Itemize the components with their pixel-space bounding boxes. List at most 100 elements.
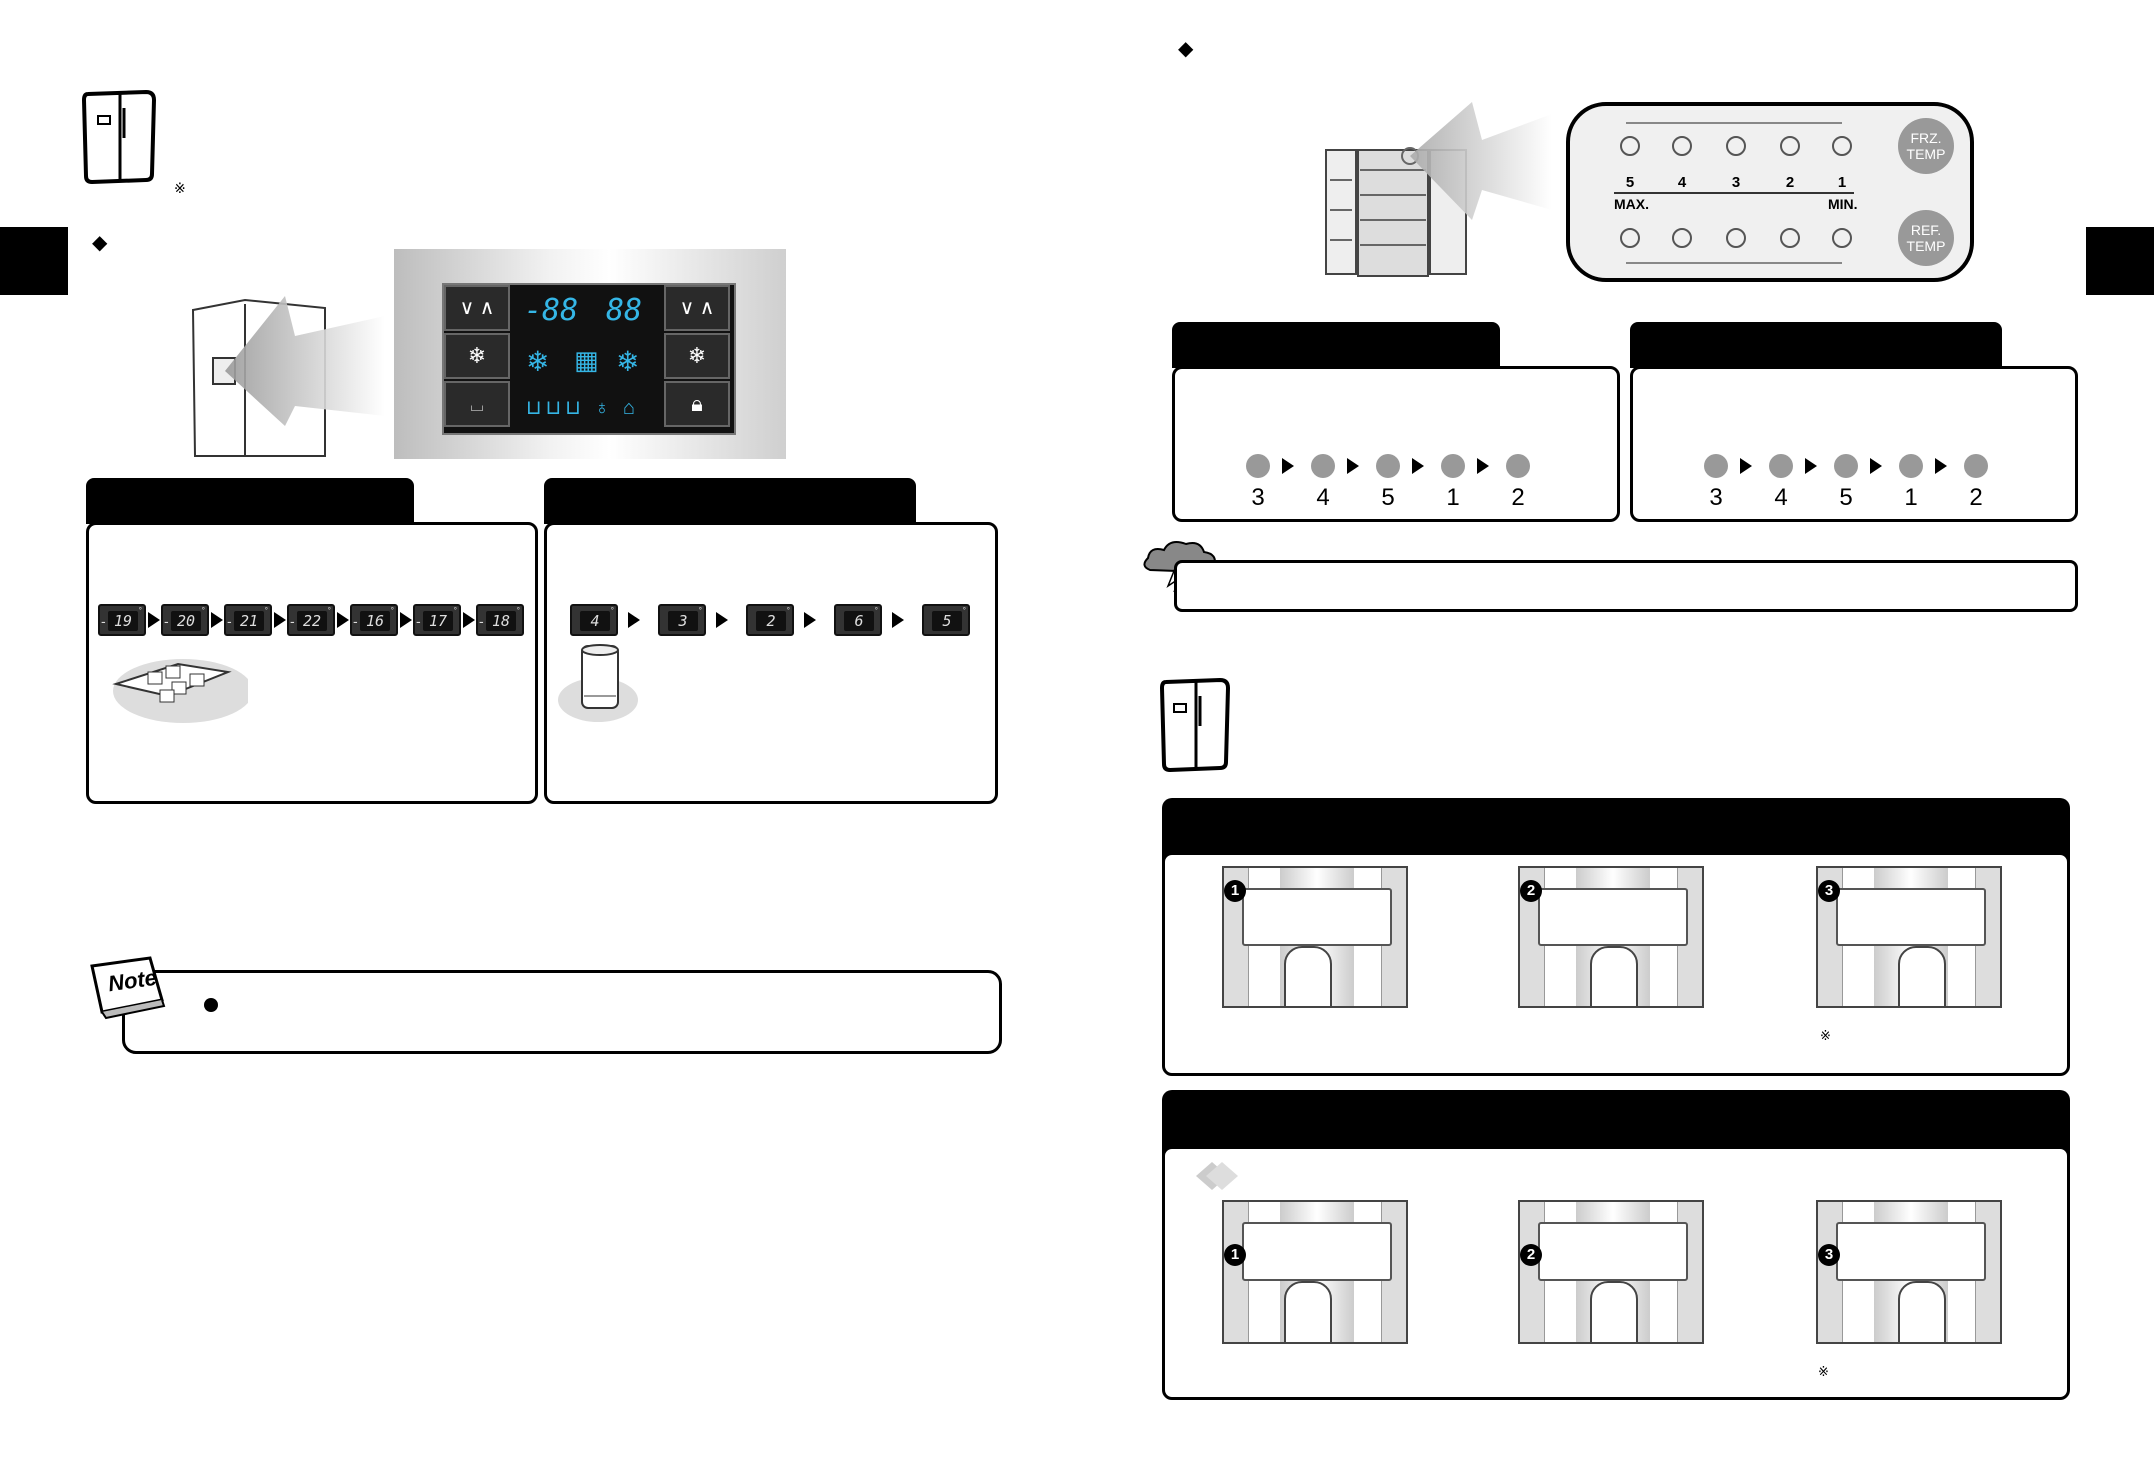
freezer-level-indicator (1672, 136, 1692, 156)
max-label: MAX. (1614, 196, 1649, 212)
fridge-level-indicator (1672, 228, 1692, 248)
arrow-icon (1935, 458, 1947, 474)
fridge-front-illustration (191, 296, 385, 457)
step-illustration (1222, 866, 1408, 1008)
degree-mark: ° (698, 606, 702, 615)
asterisk-step-bottom: ※ (1818, 1364, 1829, 1379)
degree-mark: ° (516, 606, 520, 615)
temperature-value: 17 (423, 611, 453, 631)
control-panel: ∨ ∧ ❄ ⌴ ∨ ∧ ❄ 🔒︎ -88 88 ❄ ▦ ❄ ⊔⊔⊔ ♁ ⌂ (394, 249, 786, 459)
asterisk-note: ※ (174, 180, 186, 196)
step-illustration (1816, 1200, 2002, 1344)
cover-plate (1538, 1222, 1688, 1281)
freezer-adjust-button[interactable]: ∨ ∧ (444, 285, 510, 331)
temperature-value: 19 (108, 611, 138, 631)
level-number: 5 (1625, 174, 1635, 191)
freezer-level-indicator (1780, 136, 1800, 156)
temperature-value: 6 (844, 611, 874, 631)
level-dot (1311, 454, 1335, 478)
level-number: 1 (1446, 484, 1460, 511)
frz-temp-button[interactable]: FRZ. TEMP (1898, 118, 1954, 174)
temperature-display-3: 6° (834, 604, 882, 636)
level-dot (1704, 454, 1728, 478)
arrow-icon (1412, 458, 1424, 474)
level-number: 3 (1251, 484, 1265, 511)
freezer-level-indicator (1832, 136, 1852, 156)
temperature-value: 22 (297, 611, 327, 631)
cover-plate (1242, 1222, 1392, 1281)
ref-temp-label: REF. TEMP (1906, 222, 1946, 254)
temperature-display-4: -16° (350, 604, 398, 636)
degree-mark: ° (453, 606, 457, 615)
power-cool-button[interactable]: ❄ (664, 333, 730, 379)
note-box (122, 970, 1002, 1054)
step-number-badge: 2 (1520, 880, 1542, 902)
note-book-icon (90, 956, 166, 1020)
freezer-display: -88 (524, 293, 579, 328)
minus-sign: - (101, 613, 106, 629)
arrow-icon (463, 612, 475, 628)
panel-mid-line (1614, 192, 1854, 194)
hand-shape (1898, 1281, 1946, 1342)
temperature-value: 5 (932, 611, 962, 631)
fridge-box-header (544, 478, 916, 524)
level-number: 4 (1316, 484, 1330, 511)
power-freeze-button[interactable]: ❄ (444, 333, 510, 379)
step-number-badge: 1 (1224, 880, 1246, 902)
temperature-display-2: 2° (746, 604, 794, 636)
caution-bar (1174, 560, 2078, 612)
level-dot (1376, 454, 1400, 478)
arrow-icon (804, 612, 816, 628)
level-number: 5 (1839, 484, 1853, 511)
fridge-display: 88 (606, 293, 643, 328)
level-dot (1506, 454, 1530, 478)
degree-mark: ° (327, 606, 331, 615)
temperature-display-3: -22° (287, 604, 335, 636)
level-number: 5 (1381, 484, 1395, 511)
ice-type-button[interactable]: ⌴ (444, 381, 510, 427)
hand-shape (1590, 946, 1638, 1006)
lock-button[interactable]: 🔒︎ (664, 381, 730, 427)
fridge-level-indicator (1832, 228, 1852, 248)
temperature-value: 21 (234, 611, 264, 631)
note-bullet (204, 998, 218, 1012)
level-number: 4 (1677, 174, 1687, 191)
temperature-display-6: -18° (476, 604, 524, 636)
snowflake-icon: ❄ (526, 346, 550, 377)
step-illustration (1518, 1200, 1704, 1344)
freezer-level-indicator (1620, 136, 1640, 156)
level-number: 2 (1511, 484, 1525, 511)
step-illustration (1222, 1200, 1408, 1344)
freezer-dial-box (1172, 366, 1620, 522)
filter-icon: ▦ (574, 345, 599, 375)
fridge-setting-box (544, 522, 998, 804)
temperature-display-2: -21° (224, 604, 272, 636)
degree-mark: ° (390, 606, 394, 615)
step-number-badge: 2 (1520, 1244, 1542, 1266)
arrow-icon (400, 612, 412, 628)
degree-mark: ° (962, 606, 966, 615)
freezer-dial-box-header (1172, 322, 1500, 368)
arrow-icon (1740, 458, 1752, 474)
fridge-level-indicator (1780, 228, 1800, 248)
level-number: 2 (1969, 484, 1983, 511)
level-number: 2 (1785, 174, 1795, 191)
minus-sign: - (290, 613, 295, 629)
ref-temp-button[interactable]: REF. TEMP (1898, 210, 1954, 266)
arrow-icon (211, 612, 223, 628)
arrow-icon (1347, 458, 1359, 474)
temperature-display-1: -20° (161, 604, 209, 636)
frz-temp-label: FRZ. TEMP (1906, 130, 1946, 162)
degree-mark: ° (610, 606, 614, 615)
level-dot (1441, 454, 1465, 478)
ice-tray-illustration (112, 659, 248, 723)
min-label: MIN. (1828, 196, 1858, 212)
degree-mark: ° (786, 606, 790, 615)
temperature-value: 20 (171, 611, 201, 631)
hand-shape (1898, 946, 1946, 1006)
freezer-box-header (86, 478, 414, 524)
fridge-adjust-button[interactable]: ∨ ∧ (664, 285, 730, 331)
step-number-badge: 3 (1818, 880, 1840, 902)
fridge-interior-illustration (1325, 102, 1552, 277)
arrow-icon (1477, 458, 1489, 474)
